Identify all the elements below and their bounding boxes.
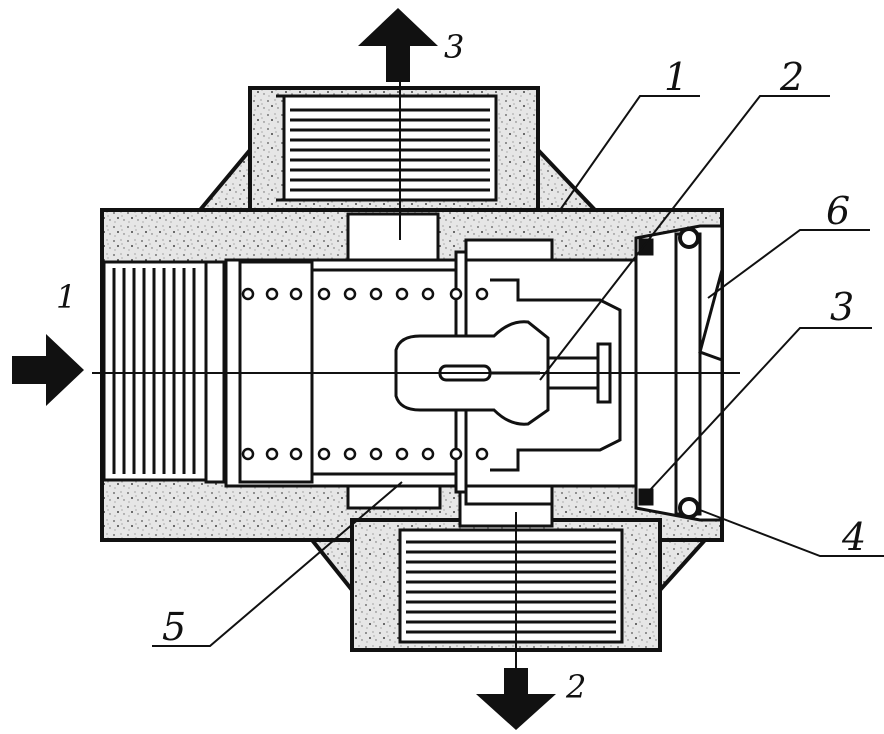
bottom-outlet-flow-label: 2 [565,668,586,706]
callout-2: 2 [779,55,804,99]
callout-6: 6 [826,189,850,233]
gusset-top-left [195,144,252,212]
gusset-bottom-left [307,538,354,596]
leader-lines [152,95,884,647]
callout-3: 3 [830,285,854,329]
gusset-bottom-right [658,538,710,596]
callout-1: 1 [664,55,688,99]
gusset-top-right [536,144,600,212]
inlet-thread [102,260,226,484]
bottom-thread [398,528,624,644]
callout-5: 5 [162,605,186,649]
callout-4: 4 [841,515,866,559]
inlet-flow-label: 1 [56,278,76,316]
top-thread [276,94,498,202]
flow-arrow-inlet [12,334,84,406]
top-outlet-flow-label: 3 [444,28,464,66]
flow-arrow-bottom-outlet [476,668,556,730]
flow-arrow-top-outlet [358,8,438,82]
